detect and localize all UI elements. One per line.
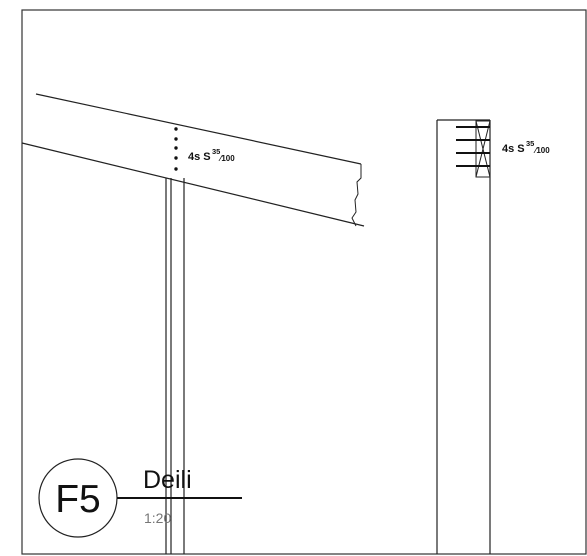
left-annotation: 4s S 35 ⁄100 bbox=[188, 147, 235, 163]
right-annotation-prefix: 4s S bbox=[502, 143, 525, 155]
right-annotation-subscript: ⁄100 bbox=[533, 146, 550, 155]
detail-title: Deili bbox=[143, 466, 192, 494]
connection-detail bbox=[456, 120, 491, 178]
title-block: F5 Deili 1:20 bbox=[38, 458, 242, 538]
left-annotation-subscript: ⁄100 bbox=[218, 154, 235, 163]
detail-scale: 1:20 bbox=[144, 510, 171, 526]
sloped-beam bbox=[21, 93, 365, 227]
right-post bbox=[436, 119, 491, 554]
beam-break-line bbox=[351, 164, 362, 227]
left-post bbox=[165, 178, 185, 554]
right-annotation: 4s S 35 ⁄100 bbox=[502, 139, 550, 155]
left-annotation-prefix: 4s S bbox=[188, 151, 211, 163]
detail-marker: F5 bbox=[55, 478, 101, 521]
dowel-marks bbox=[174, 127, 178, 171]
left-annotation-superscript: 35 bbox=[212, 147, 220, 156]
right-annotation-superscript: 35 bbox=[526, 139, 534, 148]
drawing-frame bbox=[21, 9, 587, 555]
